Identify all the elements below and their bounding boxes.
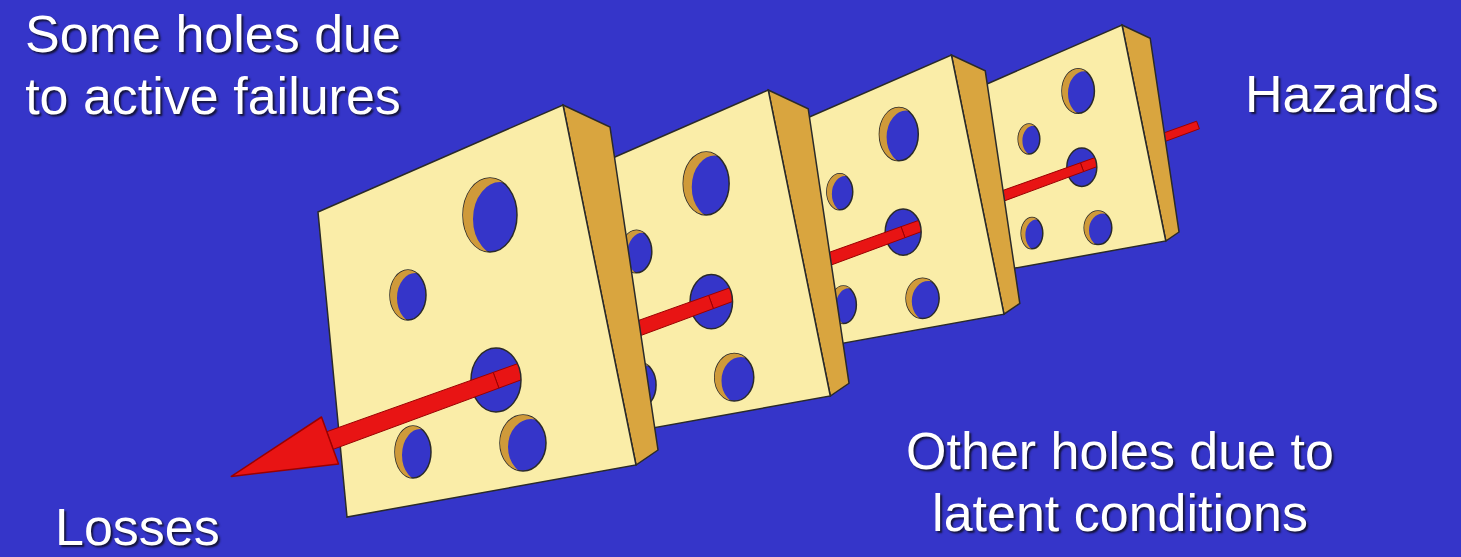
callout-label: Some holes due to active failures bbox=[8, 3, 418, 128]
callout-label: Hazards bbox=[1245, 63, 1439, 125]
hazard-arrow bbox=[327, 372, 499, 449]
cheese-slice bbox=[318, 105, 658, 517]
callout-label: Other holes due to latent conditions bbox=[890, 420, 1350, 545]
arrow-head bbox=[231, 417, 338, 476]
callout-label: Losses bbox=[55, 496, 220, 557]
